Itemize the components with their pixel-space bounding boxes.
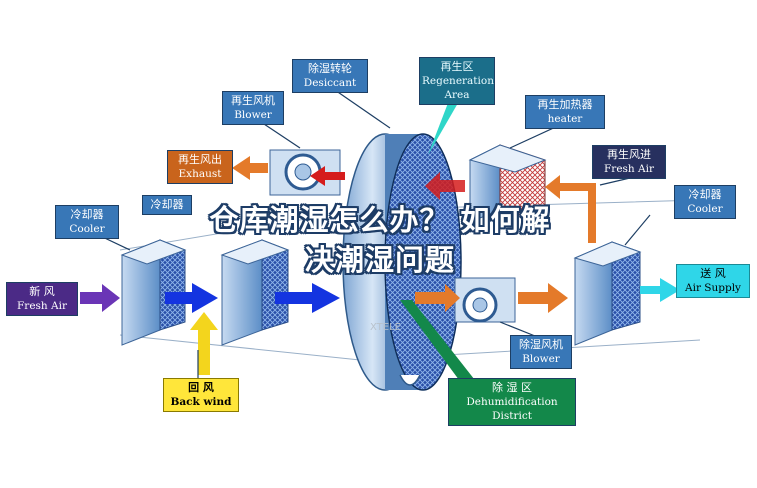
fresh-air-label-en: Fresh Air <box>17 300 67 312</box>
dehum-blower-label: 除湿风机 Blower <box>510 335 572 369</box>
regen-wheel-exit-arrow <box>310 166 345 186</box>
dehum-district-label: 除 湿 区 Dehumidification District <box>448 378 576 426</box>
desiccant-label-zh: 除湿转轮 <box>308 62 352 75</box>
regen-heater-label-zh: 再生加热器 <box>537 98 593 111</box>
headline-line-2: 决潮湿问题 <box>304 243 455 277</box>
regen-blower-label-zh: 再生风机 <box>231 94 275 107</box>
air-supply-arrow <box>640 278 680 302</box>
air-supply-label-en: Air Supply <box>685 282 741 294</box>
process-arrow-2 <box>275 283 340 313</box>
cooler-right-label-en: Cooler <box>687 203 723 215</box>
back-wind-label-en: Back wind <box>170 396 232 408</box>
back-wind-label-zh: 回 风 <box>188 381 214 394</box>
dehum-district-label-en: Dehumidification District <box>466 396 558 422</box>
dehum-blower-fan <box>454 277 516 323</box>
regen-exhaust-label-en: Exhaust <box>178 168 222 180</box>
fresh-air-label: 新 风 Fresh Air <box>6 282 78 316</box>
regen-fresh-air-arrow <box>545 175 596 243</box>
cooler-left-label-en: Cooler <box>69 223 105 235</box>
regeneration-area-label-en: Regeneration Area <box>422 75 494 101</box>
dehum-blower-label-en: Blower <box>522 353 560 365</box>
back-wind-arrow <box>190 312 218 375</box>
fresh-air-label-zh: 新 风 <box>29 285 55 298</box>
regen-exhaust-label: 再生风出 Exhaust <box>167 150 233 184</box>
dehum-blower-label-zh: 除湿风机 <box>519 338 563 351</box>
process-arrow-1 <box>165 283 218 313</box>
regen-fresh-air-label-zh: 再生风进 <box>607 148 651 161</box>
cooler-right-unit <box>573 241 642 346</box>
desiccant-wheel <box>342 133 462 391</box>
process-out-arrow-2 <box>518 283 568 313</box>
cooler-mid-label: 冷却器 <box>142 195 192 215</box>
back-wind-label: 回 风 Back wind <box>163 378 239 412</box>
dehum-district-leader <box>400 300 478 384</box>
regeneration-area-label-zh: 再生区 <box>440 60 474 73</box>
air-supply-label: 送 风 Air Supply <box>676 264 750 298</box>
cooler-left-unit <box>120 239 187 346</box>
headline-title: 仓库潮湿怎么办？ 如何解 决潮湿问题 <box>90 200 670 280</box>
regen-hot-air-arrow <box>425 172 465 200</box>
watermark-text: XTELE <box>370 322 401 333</box>
cooler-mid-unit <box>220 239 290 346</box>
air-supply-label-zh: 送 风 <box>700 267 726 280</box>
regen-fresh-air-label: 再生风进 Fresh Air <box>592 145 666 179</box>
regen-blower-label: 再生风机 Blower <box>222 91 284 125</box>
cooler-left-label: 冷却器 Cooler <box>55 205 119 239</box>
fresh-air-arrow <box>80 284 120 312</box>
process-out-arrow-1 <box>415 284 460 312</box>
cooler-right-label: 冷却器 Cooler <box>674 185 736 219</box>
regen-heater-unit <box>468 144 547 223</box>
regen-fresh-air-label-en: Fresh Air <box>604 163 654 175</box>
regeneration-area-label: 再生区 Regeneration Area <box>419 57 495 105</box>
exhaust-arrow <box>232 156 268 180</box>
cooler-left-label-zh: 冷却器 <box>70 208 104 221</box>
regen-blower-label-en: Blower <box>234 109 272 121</box>
regen-heater-label: 再生加热器 heater <box>525 95 605 129</box>
dehum-district-label-zh: 除 湿 区 <box>492 381 532 394</box>
cooler-right-label-zh: 冷却器 <box>688 188 722 201</box>
desiccant-label-en: Desiccant <box>303 77 357 89</box>
regen-exhaust-label-zh: 再生风出 <box>178 153 222 166</box>
regen-heater-label-en: heater <box>547 113 583 125</box>
headline-line-1: 仓库潮湿怎么办？ 如何解 <box>209 203 551 237</box>
cooler-mid-label-zh: 冷却器 <box>150 198 184 211</box>
desiccant-label: 除湿转轮 Desiccant <box>292 59 368 93</box>
regen-area-leader <box>428 103 458 155</box>
